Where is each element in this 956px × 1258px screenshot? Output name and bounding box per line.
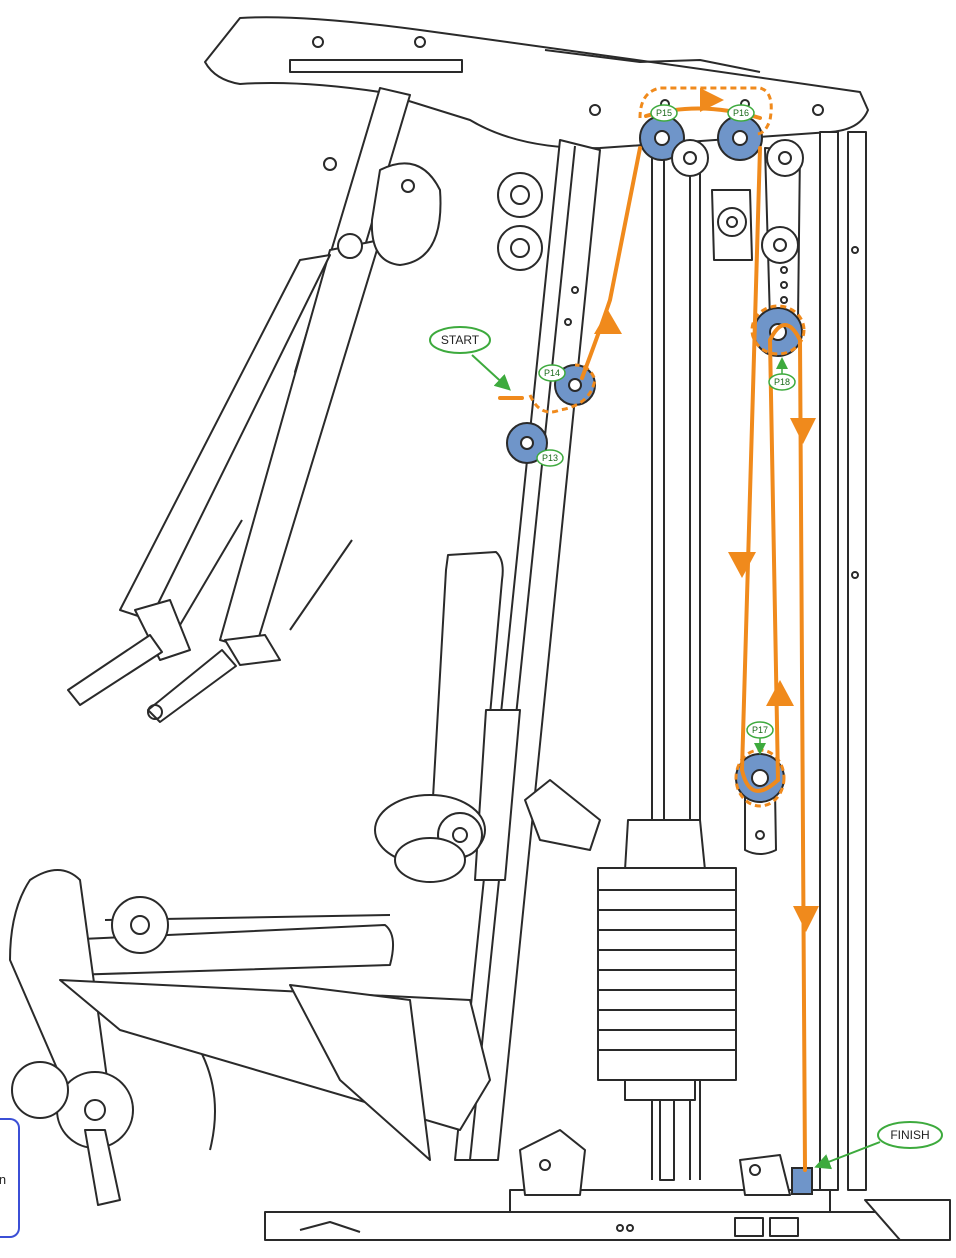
svg-text:P15: P15 — [656, 108, 672, 118]
tag-p15: P15 — [650, 104, 678, 122]
tag-p16: P16 — [727, 104, 755, 122]
pulley-p13 — [506, 422, 548, 464]
cable-segment-down-to-finish — [798, 338, 807, 1172]
tag-p14: P14 — [538, 364, 566, 382]
pulley-p16b — [766, 139, 804, 177]
tag-p17: P17 — [746, 721, 774, 755]
machine-frame — [9, 16, 951, 1241]
finish-anchor — [791, 1167, 813, 1195]
cable-segment-p17-loop — [740, 768, 780, 793]
cable-loops-dashed — [528, 86, 806, 808]
pulley-p15 — [639, 115, 685, 161]
side-panel-tab[interactable]: in — [0, 1118, 20, 1238]
svg-text:P14: P14 — [544, 368, 560, 378]
cable-segment-p18-loop — [768, 323, 802, 342]
cable-segment-down-to-p17 — [740, 146, 762, 772]
pulley-p16 — [717, 115, 763, 161]
cable-route — [498, 106, 807, 1172]
pulley-p15b — [671, 139, 709, 177]
svg-text:P17: P17 — [752, 725, 768, 735]
direction-arrows — [594, 88, 819, 932]
cable-segment-up-from-p17 — [768, 338, 780, 782]
pulley-side — [761, 226, 799, 264]
finish-label: FINISH — [890, 1128, 929, 1142]
svg-text:P13: P13 — [542, 453, 558, 463]
finish-callout: FINISH — [814, 1121, 943, 1170]
side-tab-label: in — [0, 1172, 7, 1187]
svg-text:P18: P18 — [774, 377, 790, 387]
tag-p13: P13 — [536, 449, 564, 467]
pulley-tags: P13 P14 P15 P16 P17 P18 — [536, 104, 796, 755]
pulley-top-side — [717, 207, 747, 237]
start-label: START — [441, 333, 480, 347]
svg-text:P16: P16 — [733, 108, 749, 118]
tag-p18: P18 — [768, 357, 796, 391]
start-callout: START — [429, 326, 511, 391]
pulley-p18 — [753, 307, 803, 357]
